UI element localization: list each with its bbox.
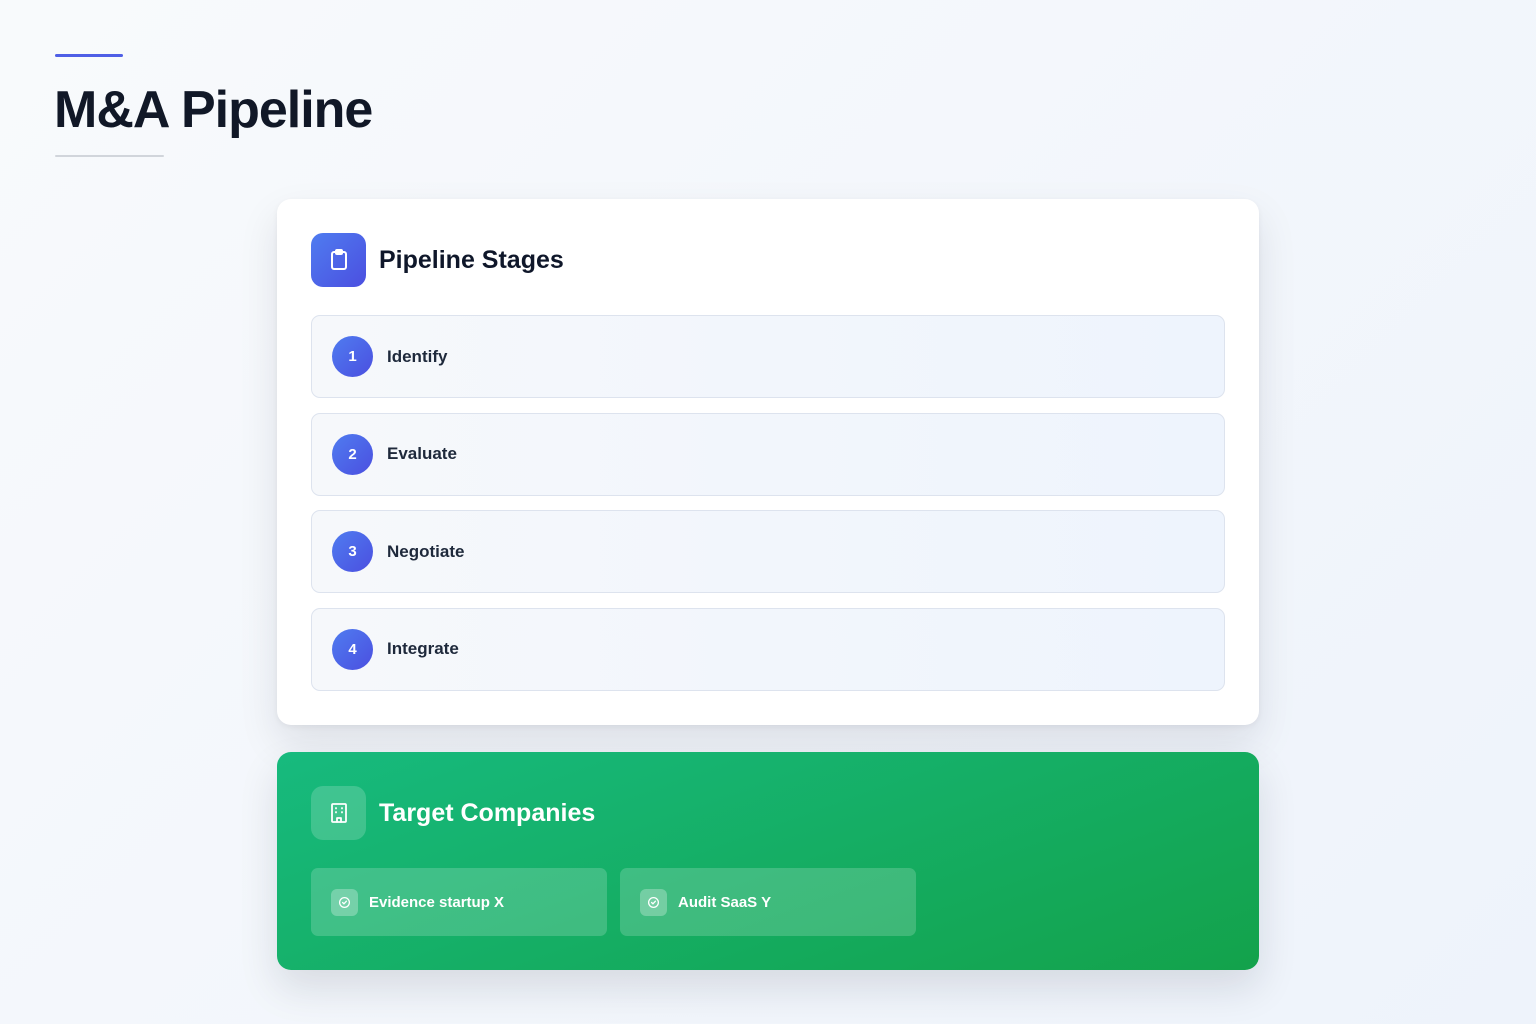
- stage-label: Integrate: [387, 639, 459, 658]
- target-item-audit-saas[interactable]: Audit SaaS Y: [620, 868, 916, 936]
- stage-label: Evaluate: [387, 444, 457, 463]
- check-circle-icon: [640, 888, 667, 916]
- pipeline-stages-title: Pipeline Stages: [379, 245, 564, 274]
- stage-label: Identify: [387, 346, 448, 366]
- target-companies-header: Target Companies: [311, 786, 595, 840]
- stage-number-badge: 1: [332, 336, 373, 377]
- page-title: M&A Pipeline: [54, 81, 373, 139]
- title-accent-line: [55, 54, 123, 57]
- stage-list: 1 Identify 2 Evaluate 3 Negotiate 4 Inte…: [311, 315, 1225, 705]
- building-icon: [311, 786, 366, 840]
- title-underline: [55, 155, 164, 157]
- target-item-evidence-startup[interactable]: Evidence startup X: [311, 868, 607, 936]
- stage-item-evaluate[interactable]: 2 Evaluate: [311, 412, 1225, 496]
- target-companies-card: Target Companies Evidence startup X Audi…: [277, 752, 1259, 970]
- clipboard-icon: [311, 233, 366, 287]
- stage-item-integrate[interactable]: 4 Integrate: [311, 607, 1225, 691]
- target-label: Audit SaaS Y: [678, 893, 772, 911]
- pipeline-stages-card: Pipeline Stages 1 Identify 2 Evaluate 3 …: [277, 199, 1259, 725]
- stage-label: Negotiate: [387, 541, 465, 561]
- target-list: Evidence startup X Audit SaaS Y: [311, 868, 929, 936]
- stage-number-badge: 3: [332, 531, 373, 572]
- pipeline-stages-header: Pipeline Stages: [311, 233, 564, 287]
- target-companies-title: Target Companies: [379, 798, 596, 827]
- check-circle-icon: [331, 888, 358, 916]
- stage-item-identify[interactable]: 1 Identify: [311, 315, 1225, 398]
- stage-number-badge: 4: [332, 628, 373, 670]
- stage-number-badge: 2: [332, 433, 373, 475]
- target-label: Evidence startup X: [369, 893, 505, 911]
- stage-item-negotiate[interactable]: 3 Negotiate: [311, 510, 1225, 593]
